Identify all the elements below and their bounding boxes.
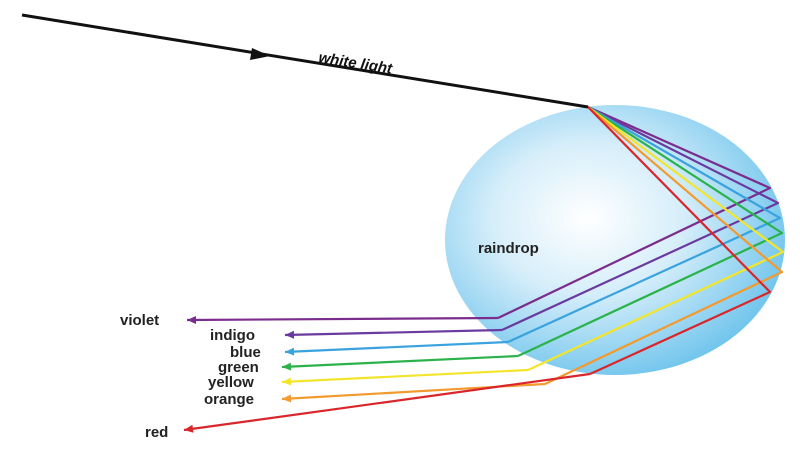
internal-ray-blue [507,106,782,344]
exit-rays [183,315,591,433]
label-yellow: yellow [208,374,254,391]
exit-ray-violet [186,316,499,322]
arrowhead-yellow [282,377,292,386]
arrowhead-indigo [285,330,295,339]
label-indigo: indigo [210,327,255,344]
internal-ray-yellow [527,106,785,371]
arrowhead-violet [187,315,197,324]
white-light-label: white light [317,49,394,78]
white-light-arrowhead [250,48,270,60]
label-blue: blue [230,344,261,361]
exit-ray-indigo [284,328,503,337]
exit-ray-green [281,354,519,369]
label-violet: violet [120,312,159,329]
internal-ray-green [517,106,784,357]
arrowhead-green [282,362,292,371]
exit-ray-yellow [281,368,529,384]
exit-ray-red [183,372,591,432]
label-red: red [145,424,168,441]
internal-ray-violet [497,105,772,319]
arrowhead-red [184,424,194,433]
label-green: green [218,359,259,376]
arrowhead-blue [285,347,295,356]
internal-ray-indigo [501,106,780,331]
label-orange: orange [204,391,254,408]
white-light-ray [21,13,589,109]
internal-ray-red [587,106,772,376]
raindrop-label: raindrop [478,240,539,257]
arrowhead-orange [282,394,292,403]
exit-ray-blue [284,340,509,354]
internal-ray-orange [544,106,784,385]
internal-rays [497,105,785,385]
